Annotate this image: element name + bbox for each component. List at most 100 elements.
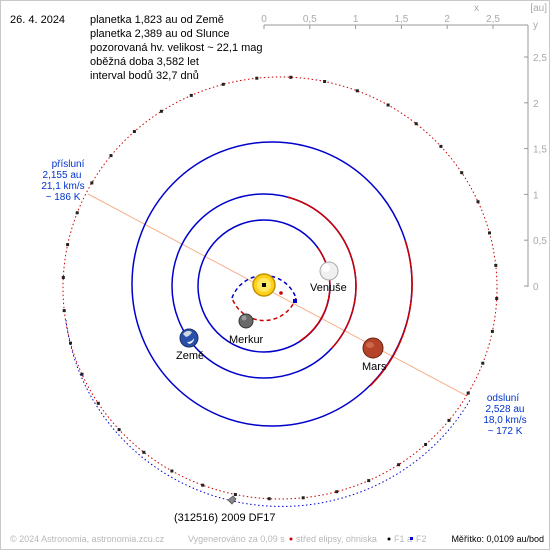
asteroid-position-dot xyxy=(424,443,428,446)
info-block: planetka 1,823 au od Země planetka 2,389… xyxy=(90,14,263,82)
right-axis: 2,5 2 1,5 1 0,5 0 y xyxy=(524,20,547,293)
svg-text:odsluní: odsluní xyxy=(487,393,519,404)
svg-text:21,1 km/s: 21,1 km/s xyxy=(41,181,84,192)
svg-text:18,0 km/s: 18,0 km/s xyxy=(483,415,526,426)
asteroid-position-dot xyxy=(96,401,100,405)
venus-label: Venuše xyxy=(310,282,347,294)
asteroid-position-dot xyxy=(439,144,443,148)
svg-text:~ 172 K: ~ 172 K xyxy=(488,426,523,437)
asteroid-position-dot xyxy=(69,341,72,345)
center-legend: střed elipsy, ohniska xyxy=(296,534,377,544)
y-tick-label: 1,5 xyxy=(533,145,547,156)
x-tick-label: 0,5 xyxy=(303,14,317,25)
earth-label: Země xyxy=(176,350,204,362)
apsides-line xyxy=(87,193,468,397)
mars-orbit xyxy=(131,141,413,427)
asteroid-position-dot xyxy=(117,428,121,432)
asteroid-position-dot xyxy=(386,103,390,107)
mars xyxy=(362,337,384,359)
info-line: planetka 2,389 au od Slunce xyxy=(90,28,229,40)
asteroid-position-dot xyxy=(289,75,293,79)
info-line: oběžná doba 3,582 let xyxy=(90,56,199,68)
footer: © 2024 Astronomia, astronomia.zcu.cz Vyg… xyxy=(10,534,544,544)
svg-text:2,155 au: 2,155 au xyxy=(43,170,82,181)
info-line: planetka 1,823 au od Země xyxy=(90,14,224,26)
perihelion-annotation: přísluní 2,155 au 21,1 km/s ~ 186 K xyxy=(41,159,84,203)
asteroid-position-dot xyxy=(414,122,418,126)
asteroid-position-dot xyxy=(142,450,146,454)
asteroid-position-dot xyxy=(323,80,327,83)
earth xyxy=(179,328,199,348)
asteroid-orbit-points xyxy=(61,75,499,501)
scale-label: Měřítko: 0,0109 au/bod xyxy=(451,534,544,544)
info-line: interval bodů 32,7 dnů xyxy=(90,70,199,82)
date-label: 26. 4. 2024 xyxy=(10,14,65,26)
svg-text:přísluní: přísluní xyxy=(52,159,85,170)
asteroid-position-dot xyxy=(189,93,193,97)
asteroid-position-dot xyxy=(159,109,163,113)
axis-unit: [au] xyxy=(530,3,547,14)
venus xyxy=(319,261,339,281)
focus-f2-legend: F2 xyxy=(416,534,427,544)
asteroid-position-dot xyxy=(301,496,305,500)
svg-text:2,528 au: 2,528 au xyxy=(486,404,525,415)
asteroid-position-dot xyxy=(221,82,225,86)
ellipse-center-marker xyxy=(279,291,283,295)
asteroid-position-dot xyxy=(233,493,237,496)
asteroid-position-dot xyxy=(466,391,470,395)
info-line: pozorovaná hv. velikost ~ 22,1 mag xyxy=(90,42,263,54)
focus-f2-marker xyxy=(293,299,297,303)
y-axis-letter: y xyxy=(533,20,538,31)
y-tick-label: 2 xyxy=(533,99,539,110)
x-axis-letter: x xyxy=(474,3,479,14)
y-tick-label: 1 xyxy=(533,190,539,201)
y-tick-label: 2,5 xyxy=(533,53,547,64)
mars-label: Mars xyxy=(362,361,387,373)
asteroid-position-dot xyxy=(397,463,401,467)
mercury xyxy=(238,313,254,329)
asteroid-position-dot xyxy=(255,76,259,80)
sun xyxy=(252,273,276,297)
y-tick-label: 0 xyxy=(533,282,539,293)
asteroid-marker xyxy=(227,495,237,505)
mercury-label: Merkur xyxy=(229,334,264,346)
mercury-orbit xyxy=(231,274,297,322)
y-tick-label: 0,5 xyxy=(533,236,547,247)
asteroid-position-dot xyxy=(488,231,491,235)
asteroid-position-dot xyxy=(267,497,271,501)
asteroid-label: (312516) 2009 DF17 xyxy=(174,512,276,524)
generated-time: Vygenerováno za 0,09 s xyxy=(188,534,285,544)
asteroid-position-dot xyxy=(367,479,371,483)
earth-orbit xyxy=(171,193,357,379)
x-tick-label: 1,5 xyxy=(394,14,408,25)
venus-orbit xyxy=(197,219,331,353)
asteroid-position-dot xyxy=(460,171,464,175)
asteroid-position-dot xyxy=(335,490,339,494)
asteroid-position-dot xyxy=(476,200,480,204)
asteroid-position-dot xyxy=(66,243,70,247)
asteroid-position-dot xyxy=(132,130,136,133)
asteroid-position-dot xyxy=(62,309,66,313)
x-tick-label: 2,5 xyxy=(486,14,500,25)
asteroid-position-dot xyxy=(494,263,498,267)
asteroid-position-dot xyxy=(355,89,359,93)
asteroid-orbit xyxy=(62,76,498,507)
asteroid-position-dot xyxy=(75,211,79,215)
x-tick-label: 0 xyxy=(261,14,267,25)
asteroid-position-dot xyxy=(170,469,174,473)
asteroid-position-dot xyxy=(61,276,65,279)
asteroid-position-dot xyxy=(481,361,485,365)
copyright: © 2024 Astronomia, astronomia.zcu.cz xyxy=(10,534,165,544)
asteroid-position-dot xyxy=(495,297,499,300)
svg-text:~ 186 K: ~ 186 K xyxy=(46,192,81,203)
asteroid-position-dot xyxy=(109,154,113,158)
focus-f1-legend: F1 a xyxy=(394,534,412,544)
aphelion-annotation: odsluní 2,528 au 18,0 km/s ~ 172 K xyxy=(483,393,526,437)
asteroid-position-dot xyxy=(80,372,84,376)
asteroid-position-dot xyxy=(90,181,94,185)
asteroid-position-dot xyxy=(201,483,205,487)
